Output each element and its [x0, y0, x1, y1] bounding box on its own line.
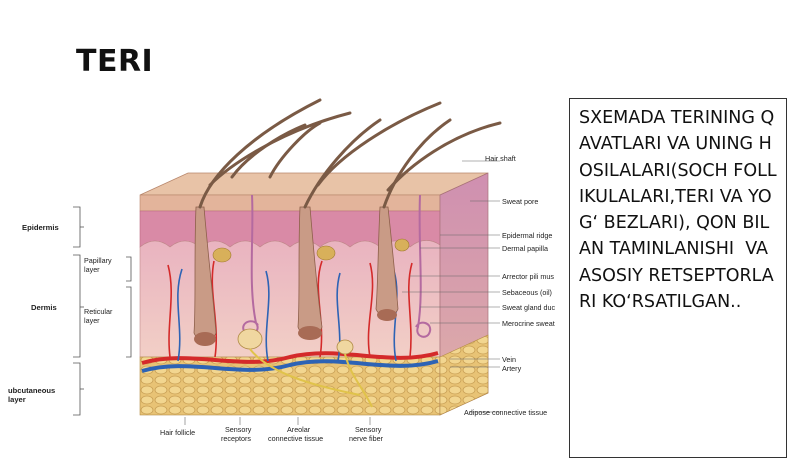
hair-shafts — [198, 98, 502, 209]
label-adipose: Adipose connective tissue — [464, 408, 547, 417]
sebaceous-glands — [212, 238, 410, 263]
artery-plexus — [141, 351, 439, 365]
description-box: SXEMADA TERINING QAVATLARI VA UNING HOSI… — [569, 98, 787, 458]
label-papillary-line2: layer — [84, 265, 100, 274]
label-hair-follicle: Hair follicle — [160, 428, 195, 437]
label-areolar-line1: Areolar — [287, 425, 311, 434]
label-sensory-nerve-line2: nerve fiber — [349, 434, 384, 443]
layer-brackets — [73, 206, 132, 416]
hair-bulbs — [194, 309, 397, 346]
label-artery: Artery — [502, 364, 522, 373]
description-text: SXEMADA TERINING QAVATLARI VA UNING HOSI… — [579, 108, 777, 313]
label-papillary-line1: Papillary — [84, 256, 112, 265]
label-arrector-pili: Arrector pili mus — [502, 272, 554, 281]
label-sensory-receptors-line2: receptors — [221, 434, 251, 443]
sensory-nerve-fiber — [249, 348, 373, 408]
bottom-leader-lines — [184, 417, 371, 425]
vein-plexus — [141, 359, 439, 373]
label-sweat-gland-duct: Sweat gland duc — [502, 303, 556, 312]
label-epidermal-ridge: Epidermal ridge — [502, 231, 552, 240]
skin-cross-section: Epidermis Papillary layer Dermis Reticul… — [8, 98, 556, 443]
right-leader-lines — [402, 160, 500, 413]
label-reticular-line2: layer — [84, 316, 100, 325]
label-merocrine: Merocrine sweat — [502, 319, 555, 328]
skin-diagram: Epidermis Papillary layer Dermis Reticul… — [0, 95, 575, 450]
label-epidermis: Epidermis — [22, 223, 59, 232]
label-sebaceous: Sebaceous (oil) — [502, 288, 552, 297]
label-sensory-nerve-line1: Sensory — [355, 425, 382, 434]
label-reticular-line1: Reticular — [84, 307, 113, 316]
label-sensory-receptors-line1: Sensory — [225, 425, 252, 434]
slide-title: TERI — [76, 44, 154, 79]
venules — [177, 268, 398, 362]
label-dermal-papilla: Dermal papilla — [502, 244, 548, 253]
label-dermis: Dermis — [31, 303, 57, 312]
side-adipose — [439, 334, 489, 416]
sensory-receptors — [237, 328, 354, 355]
sweat-glands — [242, 194, 432, 338]
epidermis-front — [139, 194, 441, 212]
label-areolar-line2: connective tissue — [268, 434, 323, 443]
label-vein: Vein — [502, 355, 516, 364]
label-sweat-pore: Sweat pore — [502, 197, 538, 206]
label-subcutaneous-line1: ubcutaneous — [8, 386, 55, 395]
label-hair-shaft: Hair shaft — [485, 154, 516, 163]
label-subcutaneous-line2: layer — [8, 395, 26, 404]
